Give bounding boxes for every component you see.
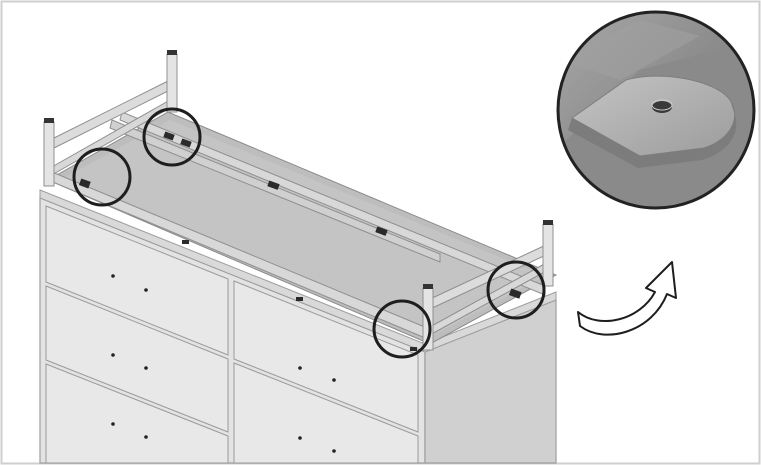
fixing-plate-edge: [568, 100, 737, 168]
drawer-right-1: [233, 280, 419, 433]
marker-circle-4: [486, 260, 546, 320]
drawer-left-2: [45, 285, 229, 433]
frame-leg-2: [166, 53, 178, 113]
marker-circle-3: [372, 299, 432, 359]
underside-inner: [60, 120, 545, 336]
detail-callout: [556, 10, 756, 210]
curved-arrow-icon: [577, 261, 677, 336]
leg-caps: [44, 50, 553, 289]
drawer-right-2: [233, 362, 419, 464]
highlight-markers: [72, 107, 546, 359]
fixing-brackets: [78, 131, 522, 351]
frame-leg-1: [43, 121, 55, 187]
marker-circle-1: [72, 147, 132, 207]
knob-holes: [111, 274, 336, 453]
frame-leg-4: [542, 223, 554, 287]
drawer-left-3: [45, 363, 229, 464]
dresser-body: [39, 189, 557, 464]
screw-hole: [652, 101, 672, 113]
callout-border: [556, 10, 756, 210]
fixing-plate: [571, 75, 736, 157]
marker-circle-2: [142, 107, 202, 167]
drawer-left-1: [45, 205, 229, 356]
